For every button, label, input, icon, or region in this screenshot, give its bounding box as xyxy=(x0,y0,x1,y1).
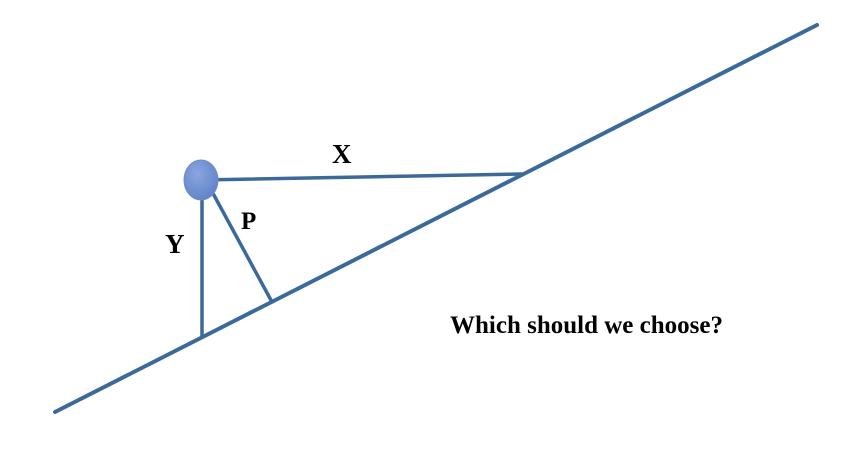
label-x: X xyxy=(332,139,352,169)
data-point xyxy=(183,159,219,201)
question-text: Which should we choose? xyxy=(450,312,723,339)
regression-line xyxy=(53,23,819,414)
label-y: Y xyxy=(165,229,185,259)
horizontal-distance-x xyxy=(199,172,524,182)
label-p: P xyxy=(241,208,256,235)
perpendicular-distance-p xyxy=(207,184,274,304)
